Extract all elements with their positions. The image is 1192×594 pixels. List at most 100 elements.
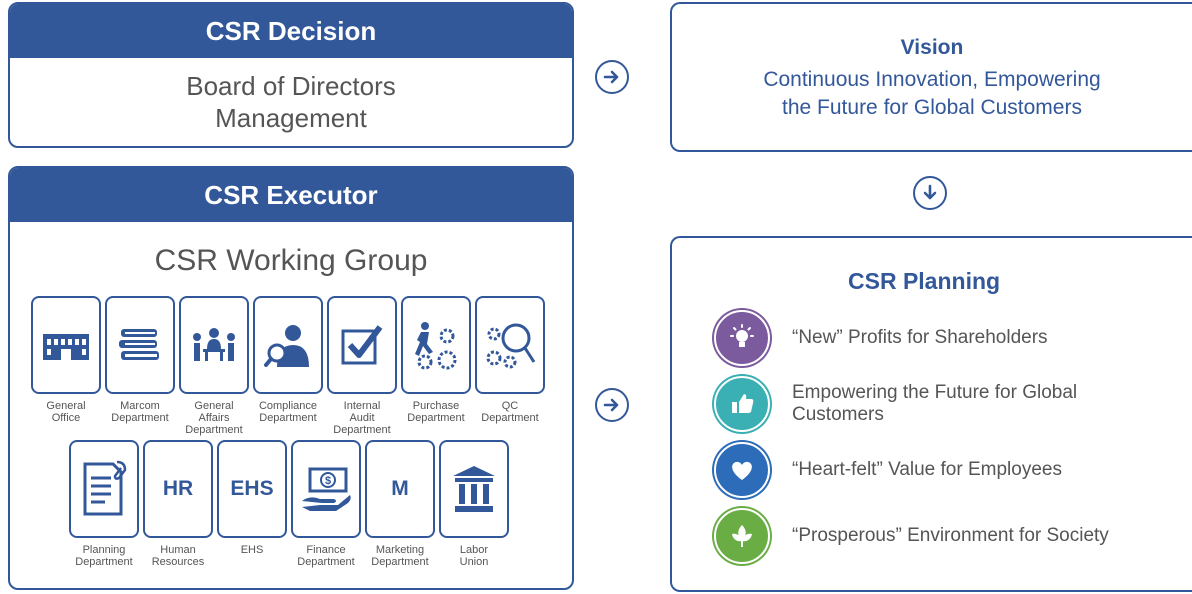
department-label-line: Marketing <box>375 544 425 556</box>
planning-item-employees: “Heart-felt” Value for Employees <box>714 442 1112 498</box>
department-abbr: M <box>391 477 409 500</box>
planning-item-text: “Heart-felt” Value for Employees <box>792 459 1062 480</box>
meeting-icon <box>179 296 249 394</box>
vision-line-1: Continuous Innovation, Empowering <box>763 68 1101 91</box>
department-label-line: EHS <box>240 544 264 556</box>
management-text: Management <box>215 103 367 133</box>
department-label-line: General <box>46 400 86 412</box>
building-icon <box>31 296 101 394</box>
department-label-line: Union <box>459 556 489 568</box>
department-label-line: Marcom <box>120 400 160 412</box>
ehs-text-icon: EHS <box>217 440 287 538</box>
hr-text-icon: HR <box>143 440 213 538</box>
csr-decision-title: CSR Decision <box>10 4 572 58</box>
leaf-icon <box>714 508 770 564</box>
department-label-line: Compliance <box>258 400 318 412</box>
department-label-line: Department <box>297 556 355 568</box>
department-label-line: QC <box>501 400 519 412</box>
vision-panel: Vision Continuous Innovation, Empowering… <box>670 2 1192 152</box>
inspector-icon <box>253 296 323 394</box>
planning-item-text: “New” Profits for Shareholders <box>792 327 1048 348</box>
department-label-line: Department <box>481 412 539 424</box>
m-text-icon: M <box>365 440 435 538</box>
gears-magnifier-icon <box>475 296 545 394</box>
vision-text: Continuous Innovation, Empowering the Fu… <box>672 66 1192 122</box>
csr-decision-panel: CSR Decision Board of Directors Manageme… <box>8 2 574 148</box>
planning-item-customers: Empowering the Future for Global Custome… <box>714 376 1112 432</box>
document-clip-icon <box>69 440 139 538</box>
department-abbr: EHS <box>230 477 274 500</box>
down-arrow-icon <box>913 176 947 210</box>
department-label-line: Department <box>185 424 243 436</box>
department-label-line: Department <box>371 556 429 568</box>
csr-executor-title: CSR Executor <box>10 168 572 222</box>
money-hand-icon: $ <box>291 440 361 538</box>
csr-planning-panel: CSR Planning “New” Profits for Sharehold… <box>670 236 1192 592</box>
department-label-line: Purchase <box>412 400 460 412</box>
department-label-line: Department <box>407 412 465 424</box>
books-icon <box>105 296 175 394</box>
department-label-line: Human <box>160 544 196 556</box>
department-item: EHS EHS <box>216 440 288 556</box>
decision-body: Board of Directors Management <box>10 70 572 134</box>
runner-gears-icon <box>401 296 471 394</box>
department-label-line: Labor <box>459 544 489 556</box>
lightbulb-icon <box>714 310 770 366</box>
vision-title: Vision <box>900 36 964 59</box>
department-abbr: HR <box>162 477 194 500</box>
working-group-title: CSR Working Group <box>154 244 428 277</box>
department-label-line: Audit <box>349 412 375 424</box>
department-label-line: Planning <box>82 544 126 556</box>
planning-item-society: “Prosperous” Environment for Society <box>714 508 1112 564</box>
department-label: EHS <box>216 544 288 556</box>
department-label-line: Finance <box>306 544 346 556</box>
planning-item-text: Empowering the Future for Global Custome… <box>792 382 1078 425</box>
right-arrow-icon <box>595 388 629 422</box>
svg-text:$: $ <box>325 475 331 487</box>
department-label-line: Department <box>111 412 169 424</box>
vision-line-2: the Future for Global Customers <box>782 96 1082 119</box>
planning-item-shareholders: “New” Profits for Shareholders <box>714 310 1112 366</box>
department-label-line: Internal <box>343 400 381 412</box>
board-of-directors-text: Board of Directors <box>186 71 396 101</box>
department-label-line: General <box>194 400 234 412</box>
right-arrow-icon <box>595 60 629 94</box>
department-label-line: Affairs <box>198 412 230 424</box>
department-label-line: Department <box>75 556 133 568</box>
department-label-line: Department <box>333 424 391 436</box>
department-label-line: Department <box>259 412 317 424</box>
heart-icon <box>714 442 770 498</box>
department-label-line: Resources <box>151 556 205 568</box>
planning-item-text: “Prosperous” Environment for Society <box>792 525 1109 546</box>
institution-icon <box>439 440 509 538</box>
thumbs-up-icon <box>714 376 770 432</box>
checkbox-icon <box>327 296 397 394</box>
department-label-line: Office <box>51 412 81 424</box>
csr-planning-title: CSR Planning <box>848 268 1001 294</box>
